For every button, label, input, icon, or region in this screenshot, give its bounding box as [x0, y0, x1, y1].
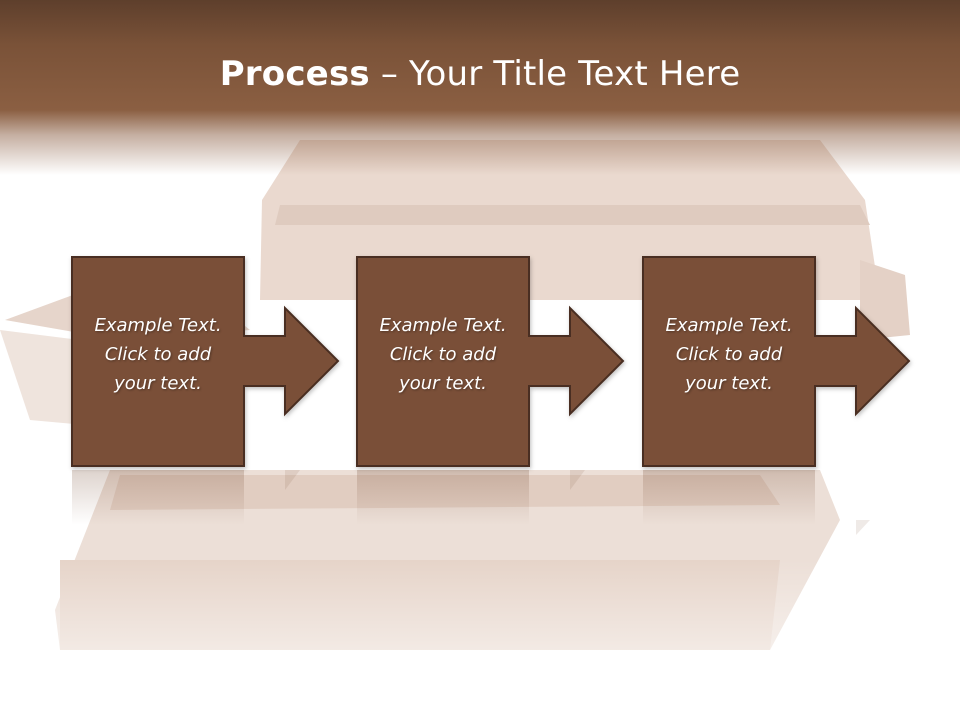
step-1-text[interactable]: Example Text. Click to add your text.: [72, 311, 244, 398]
step-2-line-1: Example Text.: [379, 315, 507, 336]
step-3-text[interactable]: Example Text. Click to add your text.: [643, 311, 815, 398]
step-1-line-2: Click to add: [104, 344, 212, 365]
step-2-line-3: your text.: [399, 373, 487, 394]
slide-title[interactable]: Process – Your Title Text Here: [0, 52, 960, 96]
step-1-line-3: your text.: [114, 373, 202, 394]
step-3-line-3: your text.: [685, 373, 773, 394]
step-3-line-2: Click to add: [675, 344, 783, 365]
step-1-shape[interactable]: [71, 256, 340, 467]
title-bold-text: Process: [219, 54, 370, 94]
step-3-shape[interactable]: [642, 256, 911, 467]
title-rest-text: – Your Title Text Here: [369, 54, 741, 94]
step-1-line-1: Example Text.: [94, 315, 222, 336]
step-2-text[interactable]: Example Text. Click to add your text.: [357, 311, 529, 398]
title-header-band: [0, 0, 960, 175]
step-3-line-1: Example Text.: [665, 315, 793, 336]
step-2-shape[interactable]: [356, 256, 625, 467]
step-2-line-2: Click to add: [389, 344, 497, 365]
